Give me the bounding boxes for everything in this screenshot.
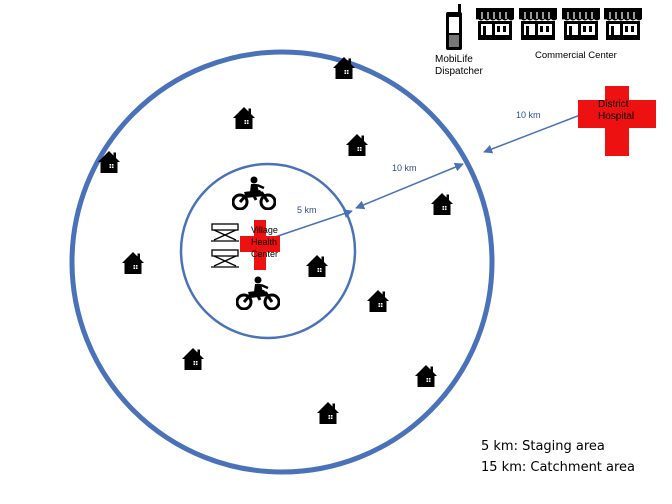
distance-10km-inner-label: 10 km <box>392 163 417 173</box>
arrow-10km-outer <box>483 110 589 154</box>
motorcycle-icon <box>236 276 280 310</box>
arrow-10km-inner <box>355 162 464 210</box>
village-health-center-label-line2: Health <box>251 237 278 247</box>
district-hospital-label: District Hospital <box>598 99 634 123</box>
village-health-center-label-line1: Village <box>251 225 278 235</box>
house-icon <box>316 401 340 425</box>
district-hospital-cross-icon <box>578 86 656 156</box>
commercial-center-label: Commercial Center <box>535 50 617 61</box>
legend-staging-area: 5 km: Staging area <box>481 439 605 454</box>
arrow-5km <box>271 209 353 239</box>
house-icon <box>181 347 205 371</box>
dispatcher-label-line1: MobiLife <box>435 54 473 65</box>
house-icon <box>345 133 369 157</box>
village-health-center-label-line3: Center <box>251 249 279 259</box>
dispatcher-label: MobiLife Dispatcher <box>435 54 483 78</box>
village-health-center-label: Village Health Center <box>251 224 278 260</box>
house-icon <box>232 106 256 130</box>
mobile-phone-icon <box>446 4 462 50</box>
store-icon <box>518 8 558 40</box>
house-icon <box>414 364 438 388</box>
district-hospital-label-line2: Hospital <box>598 111 635 122</box>
house-icon <box>430 192 454 216</box>
house-icon <box>121 251 145 275</box>
legend-catchment-area: 15 km: Catchment area <box>481 460 636 475</box>
distance-5km-label: 5 km <box>297 205 317 215</box>
catchment-area-ring <box>69 49 495 475</box>
staging-area-ring <box>179 162 357 340</box>
village-health-center-cross-icon <box>240 220 280 270</box>
house-icon <box>305 254 329 278</box>
district-hospital-label-line1: District <box>598 99 629 110</box>
store-icon <box>561 8 601 40</box>
stretcher-icon <box>211 249 239 268</box>
dispatcher-label-line2: Dispatcher <box>435 66 483 77</box>
store-icon <box>603 8 643 40</box>
distance-10km-outer-label: 10 km <box>516 110 541 120</box>
motorcycle-icon <box>232 176 276 210</box>
house-icon <box>366 289 390 313</box>
stretcher-icon <box>211 223 239 242</box>
store-icon <box>475 8 515 40</box>
